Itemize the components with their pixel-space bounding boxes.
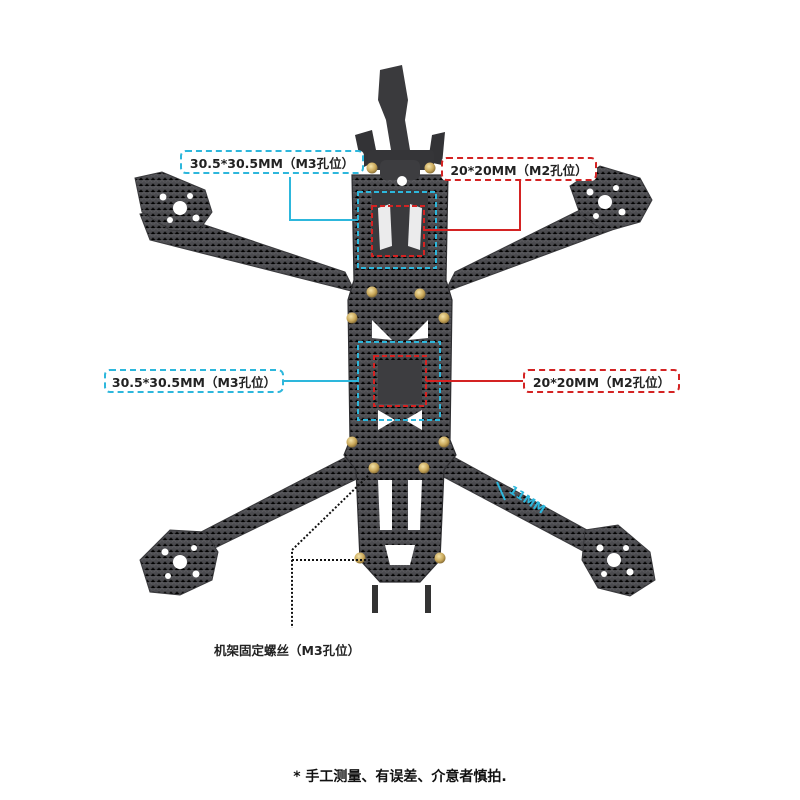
callout-mid-30-5: 30.5*30.5MM（M3孔位） (104, 369, 284, 393)
arm-top-left (134, 171, 356, 293)
arm-bottom-right (439, 454, 656, 597)
main-body-plate (343, 160, 457, 613)
callout-mid-20: 20*20MM（M2孔位） (523, 369, 680, 393)
leader-lines (282, 177, 524, 628)
disclaimer-footer: * 手工测量、有误差、介意者慎拍. (293, 769, 507, 785)
frame-screw-note: 机架固定螺丝（M3孔位） (214, 643, 361, 658)
callout-top-30-5: 30.5*30.5MM（M3孔位） (180, 150, 364, 174)
arm-top-right (443, 165, 653, 293)
arm-bottom-left (139, 454, 366, 596)
camera-mount (355, 65, 445, 170)
screws (346, 162, 450, 564)
callout-top-20: 20*20MM（M2孔位） (441, 157, 597, 181)
